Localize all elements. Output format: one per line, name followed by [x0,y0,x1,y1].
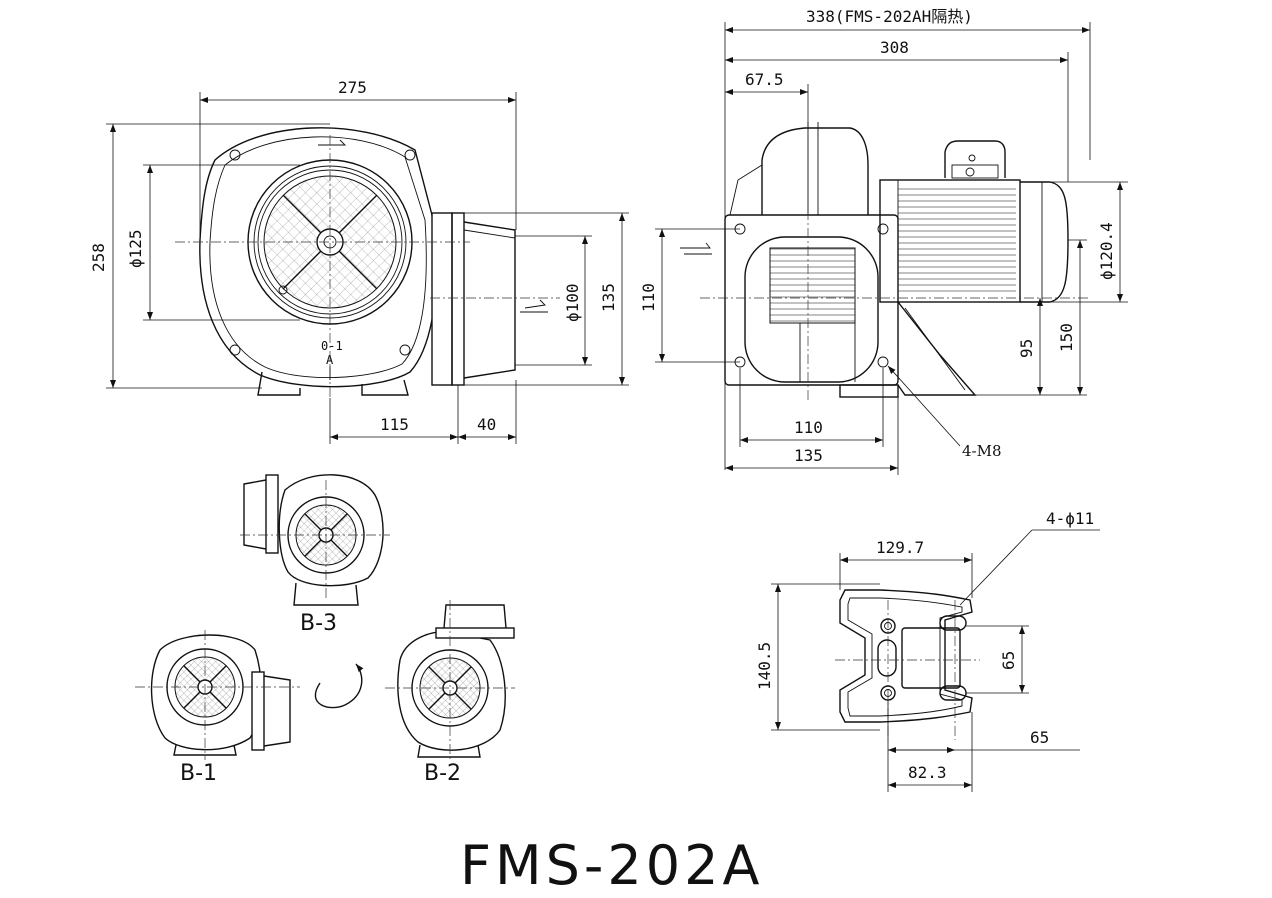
variant-b2: B-2 [385,600,515,786]
dim-axis-height-1-label: 95 [1017,339,1036,358]
variant-b2-label: B-2 [424,761,461,786]
dim-bolt-span-2-label: 135 [794,446,823,465]
dim-outlet-dia-label: ϕ100 [563,283,582,322]
dim-inlet-dia-label: ϕ125 [126,229,145,268]
dim-height-label: 258 [89,243,108,272]
dim-right-label: 65 [1030,728,1049,747]
dim-flange-offset-label: 67.5 [745,70,784,89]
marker-small-label: 0-1 [321,339,343,353]
dim-axis-height-2-label: 150 [1057,323,1076,352]
dim-offset-1-label: 115 [380,415,409,434]
side-view: 338(FMS-202AH隔热) 308 67.5 ϕ120.4 110 95 … [639,7,1128,475]
marker-a-label: A [326,353,334,367]
rotation-arrow-icon [314,663,364,709]
variant-b3: B-3 [240,474,390,636]
dim-slot-label: 65 [999,651,1018,670]
dim-width-label: 275 [338,78,367,97]
dim-total-insulated-label: 338(FMS-202AH隔热) [806,7,973,26]
dim-motor-dia-label: ϕ120.4 [1097,222,1116,280]
bolt-note-label: 4-M8 [962,442,1002,460]
variant-b3-label: B-3 [300,611,337,636]
base-view: 4-ϕ11 129.7 140.5 65 65 82.3 [755,509,1100,792]
dim-height-label-base: 140.5 [755,642,774,690]
dim-total-label: 308 [880,38,909,57]
dim-outlet-height-label: 135 [599,283,618,312]
model-title: FMS-202A [460,834,763,897]
hole-note-label: 4-ϕ11 [1046,509,1094,528]
dim-flange-height-label: 110 [639,283,658,312]
dim-bottom-label: 82.3 [908,763,947,782]
dim-top-label: 129.7 [876,538,924,557]
front-view: 0-1 A 275 258 ϕ125 ϕ100 135 115 40 [89,78,629,444]
variant-b1: B-1 [135,630,300,786]
dim-offset-2-label: 40 [477,415,496,434]
variant-b1-label: B-1 [180,761,217,786]
dim-bolt-span-1-label: 110 [794,418,823,437]
